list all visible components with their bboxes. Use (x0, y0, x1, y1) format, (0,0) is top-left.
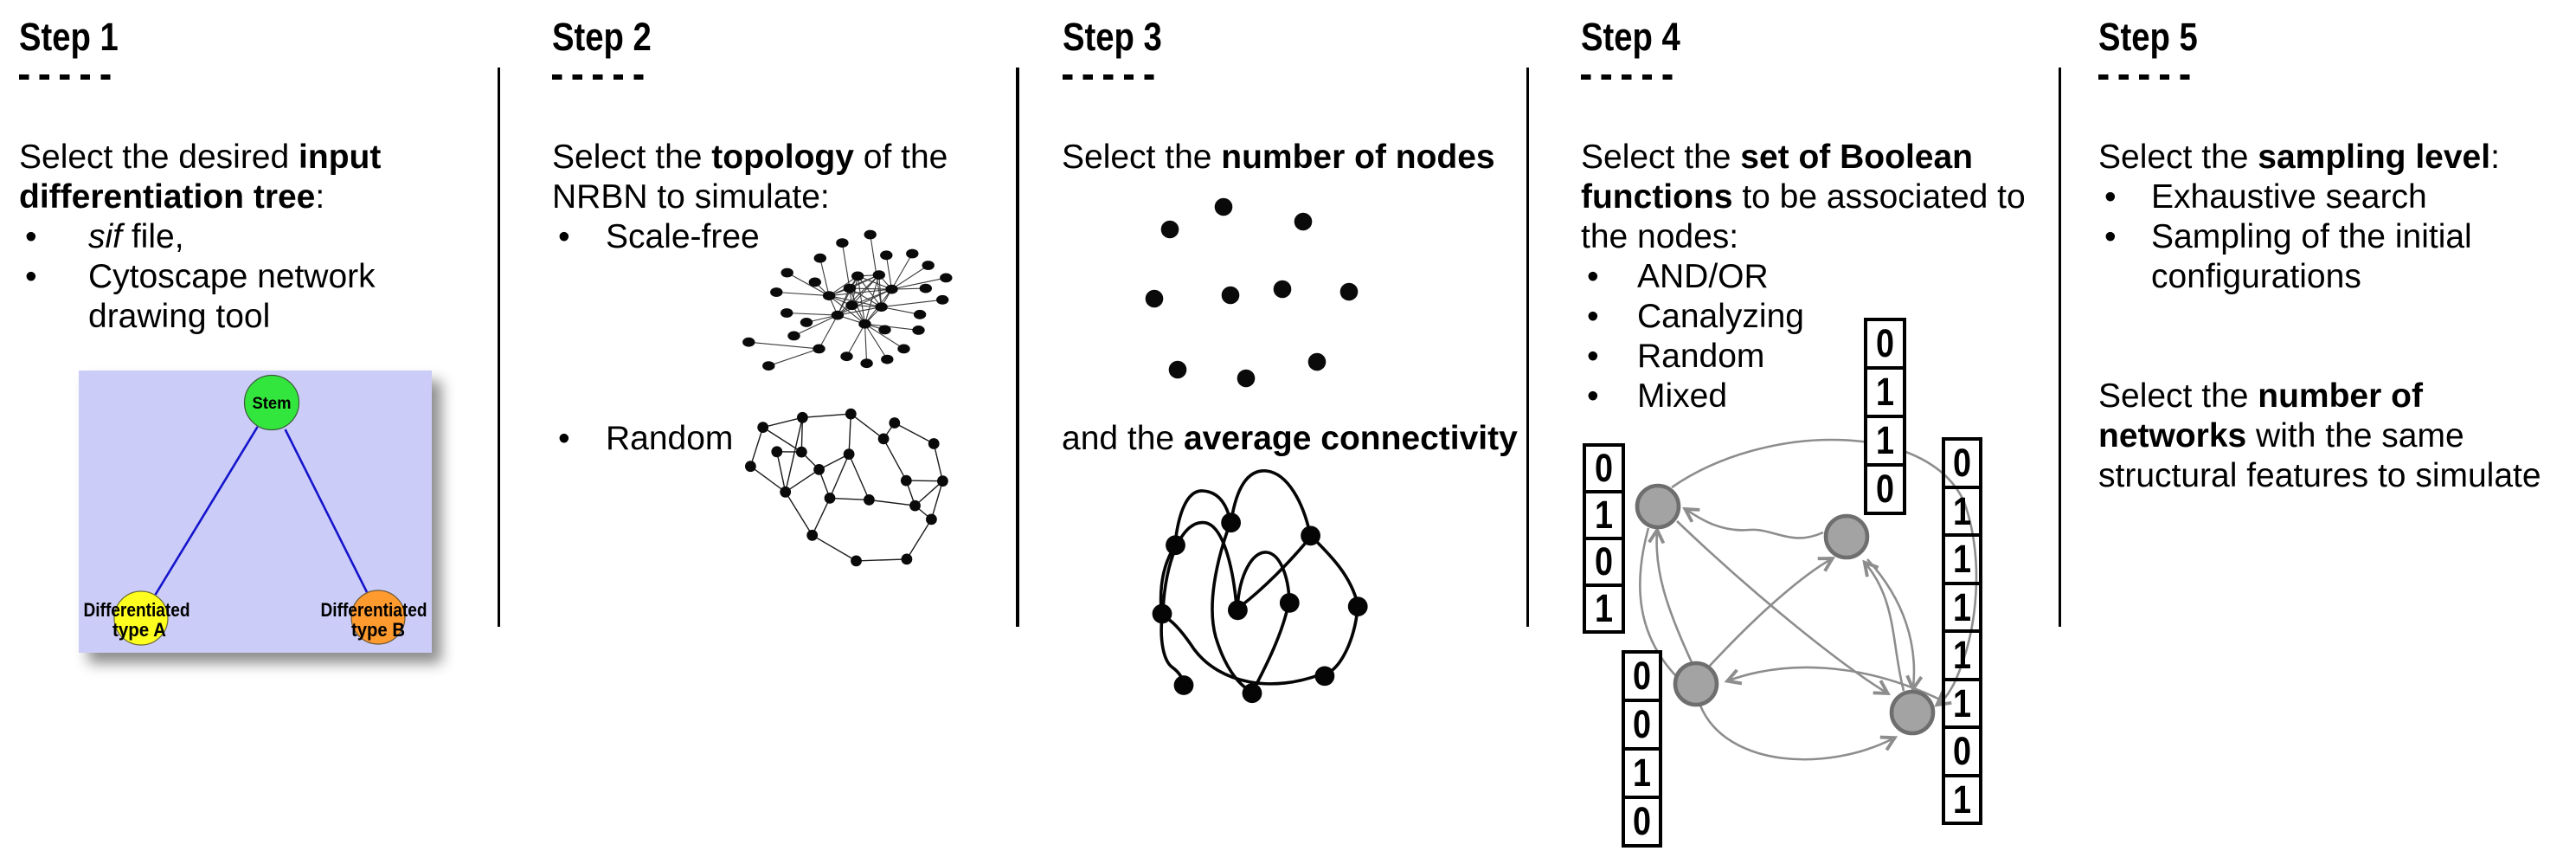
svg-text:Differentiated: Differentiated (84, 599, 190, 621)
svg-text:type B: type B (351, 619, 405, 641)
svg-text:Stem: Stem (253, 395, 292, 413)
svg-text:Differentiated: Differentiated (321, 599, 427, 621)
svg-text:type A: type A (112, 619, 166, 641)
